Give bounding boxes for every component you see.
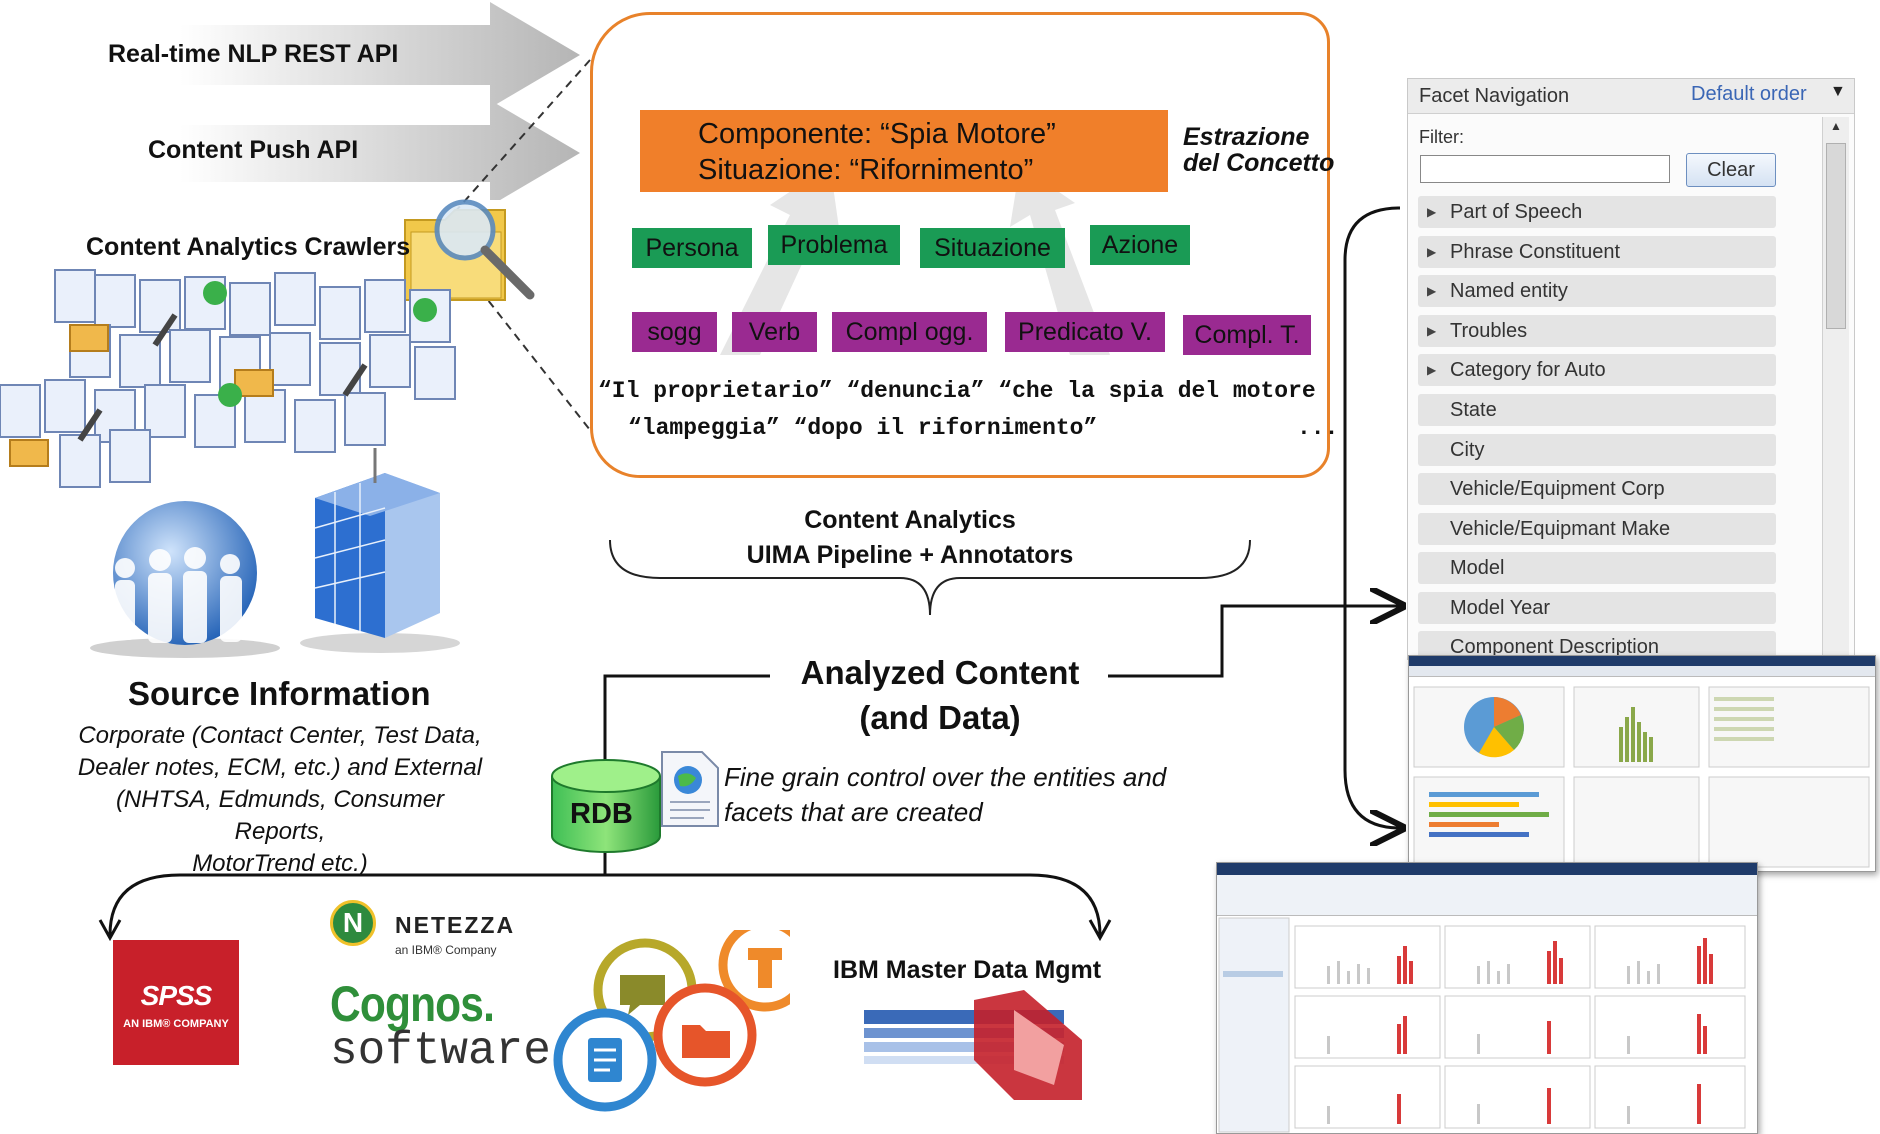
sentence-ellipsis: ... — [1297, 415, 1339, 441]
pos-chip: Predicato V. — [1005, 312, 1165, 352]
facet-item-vehicle-corp[interactable]: Vehicle/Equipment Corp — [1418, 473, 1776, 505]
pos-chip: Compl. T. — [1183, 315, 1311, 355]
document-cluster-icon — [0, 269, 456, 488]
source-description: Corporate (Contact Center, Test Data, De… — [70, 720, 490, 880]
input-arrows — [180, 2, 580, 200]
pipeline-label: Content Analytics UIMA Pipeline + Annota… — [700, 503, 1120, 573]
facet-item-label: Troubles — [1450, 320, 1528, 342]
facet-item-category-for-auto[interactable]: ▶ Category for Auto — [1418, 354, 1776, 386]
globe-people-icon — [90, 501, 280, 658]
fine-line2: facets that are created — [724, 797, 983, 827]
expand-icon[interactable]: ▶ — [1427, 245, 1437, 259]
trends-charts-graphic — [1218, 917, 1746, 1133]
source-desc-line1: Corporate (Contact Center, Test Data, — [78, 722, 482, 749]
facet-item-city[interactable]: City — [1418, 434, 1776, 466]
facet-item-named-entity[interactable]: ▶ Named entity — [1418, 275, 1776, 307]
mdm-label: IBM Master Data Mgmt — [833, 956, 1102, 984]
clear-button[interactable]: Clear — [1686, 153, 1776, 187]
netezza-logo-mark: N — [330, 900, 376, 946]
fine-line1: Fine grain control over the entities and — [724, 762, 1167, 792]
crawlers-label: Content Analytics Crawlers — [86, 233, 411, 261]
facet-panel-title: Facet Navigation — [1419, 85, 1570, 107]
pipeline-line2: UIMA Pipeline + Annotators — [746, 541, 1074, 569]
sentence-line1: “Il proprietario” “denuncia” “che la spi… — [598, 378, 1316, 404]
extraction-label: Estrazione del Concetto — [1183, 124, 1334, 176]
rest-api-label: Real-time NLP REST API — [108, 40, 399, 68]
facet-item-model[interactable]: Model — [1418, 552, 1776, 584]
concept-result-box: Componente: “Spia Motore” Situazione: “R… — [640, 110, 1168, 192]
building-icon — [300, 448, 460, 653]
facet-item-vehicle-make[interactable]: Vehicle/Equipmant Make — [1418, 513, 1776, 545]
netezza-logo-sub: an IBM® Company — [395, 943, 497, 957]
pos-chip: Verb — [732, 312, 817, 352]
source-title: Source Information — [128, 675, 431, 712]
source-desc-line3: (NHTSA, Edmunds, Consumer Reports, — [115, 786, 445, 845]
facet-order-select[interactable]: Default order — [1691, 83, 1807, 105]
entity-chip: Situazione — [920, 228, 1065, 268]
source-desc-line2: Dealer notes, ECM, etc.) and External — [77, 754, 483, 781]
facet-item-state[interactable]: State — [1418, 394, 1776, 426]
fine-grain-note: Fine grain control over the entities and… — [724, 760, 1166, 830]
netezza-logo-text: NETEZZA — [395, 912, 516, 938]
scroll-up-icon[interactable]: ▲ — [1830, 119, 1842, 133]
facet-item-label: Phrase Constituent — [1450, 241, 1621, 263]
expand-icon[interactable]: ▶ — [1427, 324, 1437, 338]
facet-item-model-year[interactable]: Model Year — [1418, 592, 1776, 624]
filter-label: Filter: — [1419, 127, 1464, 147]
analyzed-line2: (and Data) — [859, 699, 1021, 736]
facet-item-label: Category for Auto — [1450, 359, 1606, 381]
concept-text: Componente: “Spia Motore” Situazione: “R… — [698, 116, 1056, 188]
analyzed-line1: Analyzed Content — [800, 654, 1080, 691]
dashboard-charts-graphic — [1413, 686, 1870, 868]
facet-item-label: Named entity — [1450, 280, 1568, 302]
facet-item-label: Part of Speech — [1450, 201, 1583, 223]
rest-api-arrow — [180, 2, 580, 108]
spss-logo-text: SPSS — [140, 980, 213, 1011]
push-api-arrow — [180, 100, 580, 200]
sentence-line2: “lampeggia” “dopo il rifornimento” — [628, 415, 1098, 441]
entity-chip: Azione — [1090, 225, 1190, 265]
content-circles-icon — [553, 930, 790, 1112]
scroll-thumb[interactable] — [1826, 143, 1846, 329]
pos-chip: Compl ogg. — [832, 312, 987, 352]
spss-logo: SPSS AN IBM® COMPANY — [113, 940, 239, 1065]
concept-extraction-box — [590, 12, 1330, 478]
expand-icon[interactable]: ▶ — [1427, 284, 1437, 298]
pipeline-brace — [609, 540, 1251, 616]
facet-item-phrase-constituent[interactable]: ▶ Phrase Constituent — [1418, 236, 1776, 268]
concept-line1: Componente: “Spia Motore” — [698, 118, 1056, 150]
facet-item-troubles[interactable]: ▶ Troubles — [1418, 315, 1776, 347]
trends-screenshot — [1216, 862, 1758, 1134]
pipeline-line1: Content Analytics — [804, 506, 1016, 534]
mdm-logo-icon — [864, 990, 1082, 1100]
facet-item-part-of-speech[interactable]: ▶ Part of Speech — [1418, 196, 1776, 228]
extraction-label-line1: Estrazione — [1183, 123, 1310, 151]
entity-chip: Persona — [632, 228, 752, 268]
facet-panel-header — [1408, 79, 1854, 114]
push-api-label: Content Push API — [148, 136, 359, 164]
entity-chip: Problema — [768, 225, 900, 265]
expand-icon[interactable]: ▶ — [1427, 363, 1437, 377]
chevron-down-icon[interactable]: ▼ — [1830, 83, 1846, 100]
source-desc-line4: MotorTrend etc.) — [192, 850, 368, 877]
web-document-icon — [661, 751, 719, 827]
concept-line2: Situazione: “Rifornimento” — [698, 154, 1034, 186]
cognos-logo-sub: software — [330, 1025, 551, 1077]
spss-logo-sub: AN IBM® COMPANY — [123, 1018, 229, 1030]
dashboard-screenshot — [1408, 655, 1876, 872]
expand-icon[interactable]: ▶ — [1427, 205, 1437, 219]
analyzed-content-label: Analyzed Content (and Data) — [770, 650, 1110, 740]
crawler-folder-icon — [404, 199, 535, 301]
pos-chip: sogg — [632, 312, 717, 352]
rdb-label: RDB — [570, 798, 633, 830]
extraction-label-line2: del Concetto — [1183, 149, 1335, 177]
rdb-database-icon — [551, 759, 661, 853]
cognos-logo-text: Cognos. — [330, 976, 495, 1032]
filter-input[interactable] — [1420, 155, 1670, 183]
facet-scrollbar[interactable]: ▲ — [1822, 117, 1849, 657]
